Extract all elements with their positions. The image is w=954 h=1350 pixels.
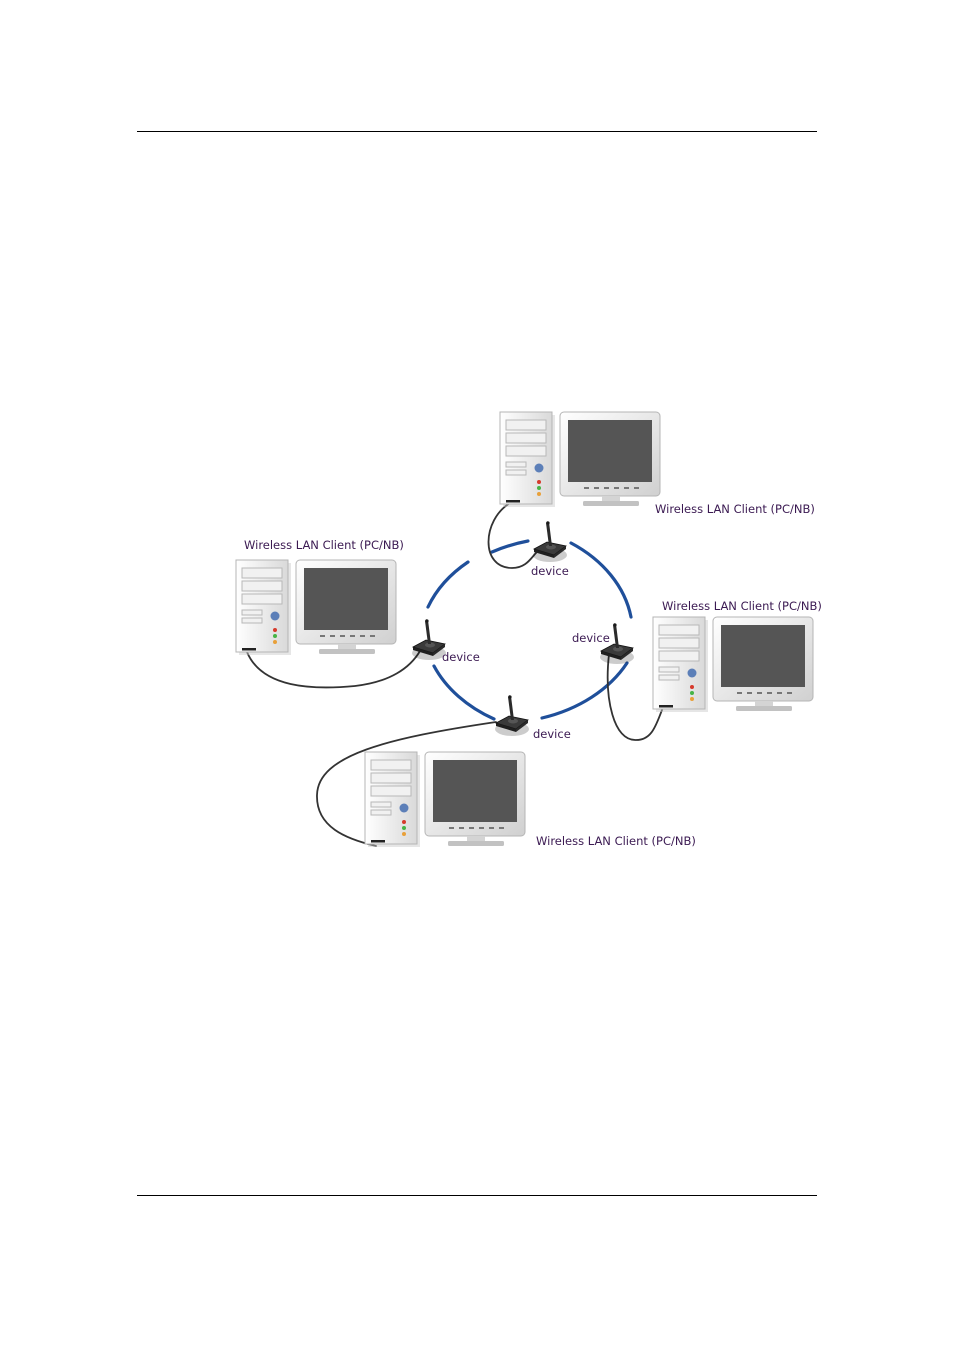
device-label-right: device <box>572 631 610 645</box>
device-left-icon <box>411 618 447 661</box>
device-label-top: device <box>531 564 569 578</box>
device-top-icon <box>532 520 568 563</box>
pc-right-icon <box>652 616 814 713</box>
client-label-bottom: Wireless LAN Client (PC/NB) <box>536 834 696 848</box>
pc-top-icon <box>499 411 661 508</box>
device-bottom-icon <box>494 694 530 737</box>
client-label-left: Wireless LAN Client (PC/NB) <box>244 538 404 552</box>
device-label-bottom: device <box>533 727 571 741</box>
pc-left-icon <box>235 559 397 656</box>
cables <box>246 502 663 847</box>
header-rule <box>137 131 817 132</box>
client-label-right: Wireless LAN Client (PC/NB) <box>662 599 822 613</box>
client-label-top: Wireless LAN Client (PC/NB) <box>655 502 815 516</box>
footer-rule <box>137 1195 817 1196</box>
wireless-ring <box>426 539 633 721</box>
device-label-left: device <box>442 650 480 664</box>
pc-bottom-icon <box>364 751 526 848</box>
